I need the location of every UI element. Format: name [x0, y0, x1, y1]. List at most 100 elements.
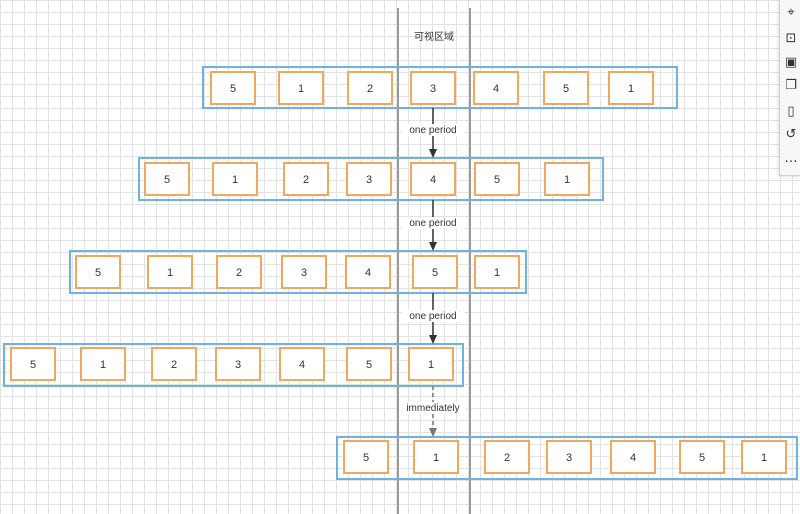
slide-number: 4 — [493, 83, 499, 95]
slide-number: 5 — [363, 452, 369, 464]
slide-box — [347, 71, 393, 105]
slide-number: 5 — [563, 83, 569, 95]
slide-box — [544, 162, 590, 196]
row-container — [202, 66, 678, 109]
slide-number: 2 — [236, 267, 242, 279]
slide-number: 5 — [230, 83, 236, 95]
edge-label-background — [402, 310, 464, 322]
slide-box — [75, 255, 121, 289]
slide-number: 1 — [100, 359, 106, 371]
slide-number: 5 — [699, 452, 705, 464]
slide-box — [679, 440, 725, 474]
slide-box — [345, 255, 391, 289]
slide-box — [210, 71, 256, 105]
slide-box — [10, 347, 56, 381]
slide-number: 3 — [566, 452, 572, 464]
slide-number: 4 — [365, 267, 371, 279]
edge-label-background — [399, 402, 467, 414]
slide-box — [278, 71, 324, 105]
carousel-row-2: 5 1 2 3 4 5 1 — [138, 157, 604, 201]
slide-number: 1 — [298, 83, 304, 95]
navigate-icon[interactable]: ⌖ — [787, 4, 795, 20]
edge-label: one period — [409, 311, 456, 322]
slide-box — [413, 440, 459, 474]
transition-arrow-3: one period — [402, 293, 464, 344]
slide-number: 1 — [494, 267, 500, 279]
edge-label-background — [402, 124, 464, 136]
calendar-icon[interactable]: ▣ — [784, 54, 798, 70]
slide-number: 3 — [235, 359, 241, 371]
slide-box — [283, 162, 329, 196]
slide-number: 4 — [299, 359, 305, 371]
slide-box — [212, 162, 258, 196]
arrow-head — [429, 149, 437, 158]
slide-box — [215, 347, 261, 381]
slide-box — [147, 255, 193, 289]
viewport-label: 可视区域 — [414, 30, 454, 43]
slide-box — [610, 440, 656, 474]
slide-number: 5 — [494, 174, 500, 186]
slide-number: 3 — [301, 267, 307, 279]
slide-box — [80, 347, 126, 381]
arrow-head — [429, 428, 437, 437]
slide-box — [474, 255, 520, 289]
transition-arrow-1: one period — [402, 108, 464, 158]
slide-box — [281, 255, 327, 289]
slide-number: 5 — [164, 174, 170, 186]
slide-box — [346, 162, 392, 196]
transition-arrow-2: one period — [402, 200, 464, 251]
row-container — [3, 343, 464, 387]
slide-box — [741, 440, 787, 474]
slide-number: 3 — [366, 174, 372, 186]
slide-number: 1 — [628, 83, 634, 95]
slide-number: 1 — [232, 174, 238, 186]
carousel-row-3: 5 1 2 3 4 5 1 — [69, 250, 527, 294]
arrow-head — [429, 335, 437, 344]
edge-label-background — [402, 217, 464, 229]
slide-box — [151, 347, 197, 381]
slide-number: 5 — [30, 359, 36, 371]
slide-box — [484, 440, 530, 474]
slide-box — [410, 71, 456, 105]
format-icon[interactable]: ⊡ — [785, 30, 797, 46]
slide-number: 2 — [367, 83, 373, 95]
slide-box — [543, 71, 589, 105]
slide-number: 2 — [303, 174, 309, 186]
slide-box — [608, 71, 654, 105]
slide-box — [144, 162, 190, 196]
slide-box — [408, 347, 454, 381]
document-icon[interactable]: ▯ — [787, 103, 795, 119]
slide-box — [412, 255, 458, 289]
slide-number: 1 — [564, 174, 570, 186]
slide-number: 1 — [428, 359, 434, 371]
slide-number: 1 — [167, 267, 173, 279]
transition-arrow-4: immediately — [399, 386, 467, 437]
slide-number: 5 — [366, 359, 372, 371]
pages-icon[interactable]: ❐ — [785, 77, 797, 93]
slide-box — [216, 255, 262, 289]
right-toolbar: ⌖ ⊡ ▣ ❐ ▯ ↺ … — [779, 0, 800, 176]
slide-box — [346, 347, 392, 381]
history-icon[interactable]: ↺ — [785, 126, 797, 142]
slide-number: 5 — [95, 267, 101, 279]
edge-label: immediately — [406, 403, 459, 414]
comment-icon[interactable]: … — [784, 150, 798, 166]
slide-number: 5 — [432, 267, 438, 279]
slide-number: 1 — [761, 452, 767, 464]
slide-box — [343, 440, 389, 474]
slide-number: 4 — [430, 174, 436, 186]
slide-box — [410, 162, 456, 196]
row-container — [336, 436, 798, 480]
edge-label: one period — [409, 125, 456, 136]
slide-number: 2 — [504, 452, 510, 464]
slide-box — [546, 440, 592, 474]
carousel-row-4: 5 1 2 3 4 5 1 — [3, 343, 464, 387]
row-container — [138, 157, 604, 201]
slide-number: 1 — [433, 452, 439, 464]
arrow-head — [429, 242, 437, 251]
slide-number: 2 — [171, 359, 177, 371]
